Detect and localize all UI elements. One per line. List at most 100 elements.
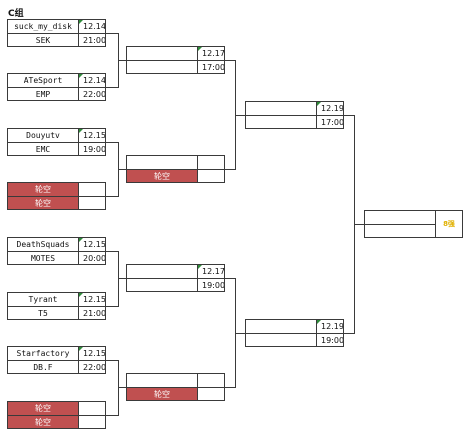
match-5: DeathSquads 12.15 MOTES 20:00	[7, 237, 106, 265]
round2-match-1: 12.17 17:00	[126, 46, 225, 74]
connector-line	[225, 278, 235, 279]
connector-line	[344, 115, 354, 116]
connector-line	[106, 142, 118, 143]
match-date: 12.15	[79, 238, 105, 251]
team-name: Tyrant	[8, 293, 79, 306]
flag-marker-icon	[79, 347, 83, 351]
flag-marker-icon	[79, 74, 83, 78]
connector-line	[118, 387, 126, 388]
match-date: 12.15	[79, 129, 105, 142]
flag-marker-icon	[198, 265, 202, 269]
match-date: 12.15	[79, 293, 105, 306]
empty-cell	[79, 402, 105, 415]
connector-line	[106, 251, 118, 252]
team-slot-empty	[246, 320, 317, 333]
round3-match-2: 12.19 19:00	[245, 319, 344, 347]
round2-match-2: 轮空	[126, 155, 225, 183]
bye-slot: 轮空	[127, 169, 198, 182]
team-slot-empty	[127, 60, 198, 73]
match-8-bye: 轮空 轮空	[7, 401, 106, 429]
team-slot-empty	[246, 115, 317, 128]
connector-line	[235, 115, 245, 116]
round2-match-3: 12.17 19:00	[126, 264, 225, 292]
match-time: 21:00	[79, 33, 105, 46]
connector-line	[225, 60, 235, 61]
bye-slot: 轮空	[127, 387, 198, 400]
match-2: ATeSport 12.14 EMP 22:00	[7, 73, 106, 101]
connector-line	[235, 333, 245, 334]
flag-marker-icon	[317, 102, 321, 106]
flag-marker-icon	[198, 47, 202, 51]
team-slot-empty	[127, 374, 198, 387]
team-slot-empty	[365, 211, 436, 224]
team-name: EMC	[8, 142, 79, 155]
team-name: DB.F	[8, 360, 79, 373]
team-name: MOTES	[8, 251, 79, 264]
team-slot-empty	[246, 333, 317, 346]
empty-cell	[79, 196, 105, 209]
bye-slot: 轮空	[8, 402, 79, 415]
team-name: T5	[8, 306, 79, 319]
connector-line	[106, 87, 118, 88]
team-name: SEK	[8, 33, 79, 46]
connector-line	[118, 169, 126, 170]
connector-line	[106, 415, 118, 416]
bye-slot: 轮空	[8, 415, 79, 428]
round2-match-4: 轮空	[126, 373, 225, 401]
empty-cell	[198, 169, 224, 182]
match-time: 19:00	[79, 142, 105, 155]
bye-slot: 轮空	[8, 183, 79, 196]
team-name: ATeSport	[8, 74, 79, 87]
empty-cell	[79, 415, 105, 428]
team-name: DeathSquads	[8, 238, 79, 251]
group-title: C组	[8, 9, 24, 19]
match-time: 19:00	[198, 278, 224, 291]
connector-line	[354, 224, 364, 225]
team-slot-empty	[127, 278, 198, 291]
empty-cell	[79, 183, 105, 196]
flag-marker-icon	[79, 238, 83, 242]
connector-line	[118, 360, 119, 416]
match-time: 21:00	[79, 306, 105, 319]
match-1: suck_my_disk 12.14 SEK 21:00	[7, 19, 106, 47]
match-time: 20:00	[79, 251, 105, 264]
empty-cell	[198, 156, 224, 169]
connector-line	[344, 333, 354, 334]
flag-marker-icon	[79, 129, 83, 133]
connector-line	[225, 387, 235, 388]
flag-marker-icon	[79, 293, 83, 297]
team-name: EMP	[8, 87, 79, 100]
connector-line	[106, 33, 118, 34]
connector-line	[118, 60, 126, 61]
team-name: Douyutv	[8, 129, 79, 142]
match-date: 12.17	[198, 265, 224, 278]
final-slot: 8强	[364, 210, 463, 238]
flag-marker-icon	[79, 20, 83, 24]
match-time: 19:00	[317, 333, 343, 346]
match-3: Douyutv 12.15 EMC 19:00	[7, 128, 106, 156]
flag-marker-icon	[317, 320, 321, 324]
team-slot-empty	[365, 224, 436, 237]
match-date: 12.17	[198, 47, 224, 60]
empty-cell	[198, 374, 224, 387]
match-date: 12.14	[79, 74, 105, 87]
match-time: 17:00	[198, 60, 224, 73]
match-time: 17:00	[317, 115, 343, 128]
connector-line	[118, 251, 119, 307]
round3-match-1: 12.19 17:00	[245, 101, 344, 129]
final-label: 8强	[443, 220, 455, 228]
team-slot-empty	[246, 102, 317, 115]
connector-line	[106, 306, 118, 307]
match-time: 22:00	[79, 87, 105, 100]
match-4-bye: 轮空 轮空	[7, 182, 106, 210]
match-7: Starfactory 12.15 DB.F 22:00	[7, 346, 106, 374]
connector-line	[106, 360, 118, 361]
connector-line	[106, 196, 118, 197]
match-date: 12.19	[317, 320, 343, 333]
match-date: 12.14	[79, 20, 105, 33]
connector-line	[225, 169, 235, 170]
bye-slot: 轮空	[8, 196, 79, 209]
match-date: 12.19	[317, 102, 343, 115]
match-6: Tyrant 12.15 T5 21:00	[7, 292, 106, 320]
